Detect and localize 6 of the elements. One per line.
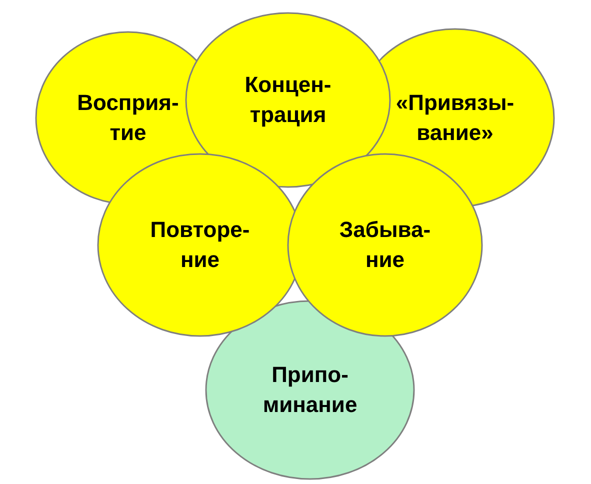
concept-label: Повторе- ние [149,216,251,274]
concept-label: Забыва- ние [338,216,432,274]
concept-label: Припо- минание [262,361,358,419]
concept-label: «Привязы- вание» [394,89,516,147]
concept-label: Восприя- тие [76,89,180,147]
concept-label: Концен- трация [244,71,332,129]
